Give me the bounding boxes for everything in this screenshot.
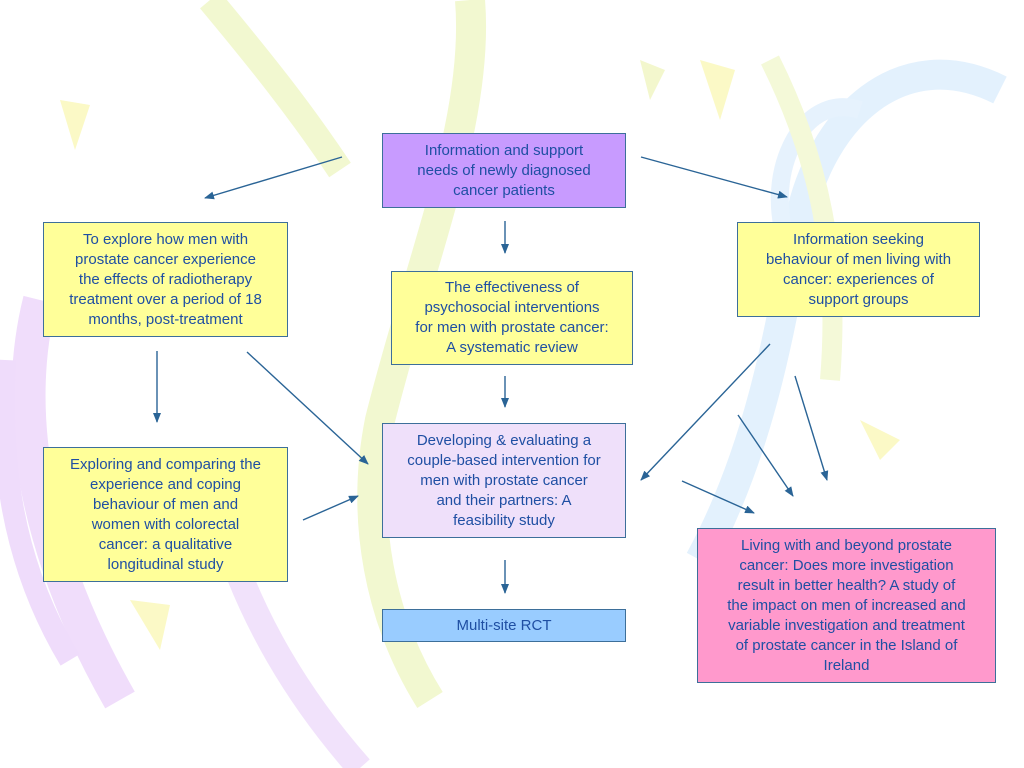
arrow-lefttop-to-couple bbox=[246, 351, 369, 465]
blue-swirl-right bbox=[686, 59, 1007, 568]
box-colorectal-study: Exploring and comparing the experience a… bbox=[43, 447, 288, 582]
yellow-triangle-5 bbox=[640, 60, 665, 100]
yellow-triangle-3 bbox=[130, 600, 170, 650]
green-swirl-right bbox=[761, 55, 843, 381]
arrow-top-to-right bbox=[640, 156, 788, 199]
box-colorectal-study-text: Exploring and comparing the experience a… bbox=[70, 455, 261, 573]
box-information-support-needs: Information and support needs of newly d… bbox=[382, 133, 626, 208]
box-couple-intervention-text: Developing & evaluating a couple-based i… bbox=[407, 431, 601, 529]
box-living-beyond-prostate-cancer: Living with and beyond prostate cancer: … bbox=[697, 528, 996, 683]
box-multi-site-rct-text: Multi-site RCT bbox=[456, 616, 552, 634]
yellow-triangle-1 bbox=[60, 100, 90, 150]
box-couple-intervention: Developing & evaluating a couple-based i… bbox=[382, 423, 626, 538]
box-multi-site-rct: Multi-site RCT bbox=[382, 609, 626, 642]
box-radiotherapy-experience-text: To explore how men with prostate cancer … bbox=[69, 230, 262, 328]
yellow-triangle-4 bbox=[860, 420, 900, 460]
arrow-righttop-to-rightbottom-a bbox=[737, 414, 794, 497]
box-information-support-needs-text: Information and support needs of newly d… bbox=[417, 141, 591, 199]
box-living-beyond-prostate-cancer-text: Living with and beyond prostate cancer: … bbox=[727, 536, 966, 674]
box-information-seeking: Information seeking behaviour of men liv… bbox=[737, 222, 980, 317]
arrow-top-to-left bbox=[204, 156, 343, 200]
arrow-righttop-to-couple bbox=[640, 343, 771, 481]
box-systematic-review-text: The effectiveness of psychosocial interv… bbox=[415, 279, 609, 356]
arrow-leftbottom-to-couple bbox=[302, 495, 359, 521]
yellow-triangle-2 bbox=[700, 60, 735, 120]
arrow-righttop-to-rightbottom-b bbox=[794, 375, 829, 481]
box-information-seeking-text: Information seeking behaviour of men liv… bbox=[765, 230, 952, 308]
box-systematic-review: The effectiveness of psychosocial interv… bbox=[391, 271, 633, 365]
green-swirl-left bbox=[11, 295, 135, 709]
green-swirl-top bbox=[200, 0, 351, 178]
purple-swirl-left bbox=[0, 359, 80, 666]
arrow-couple-to-rightbottom bbox=[681, 480, 755, 514]
box-radiotherapy-experience: To explore how men with prostate cancer … bbox=[43, 222, 288, 337]
